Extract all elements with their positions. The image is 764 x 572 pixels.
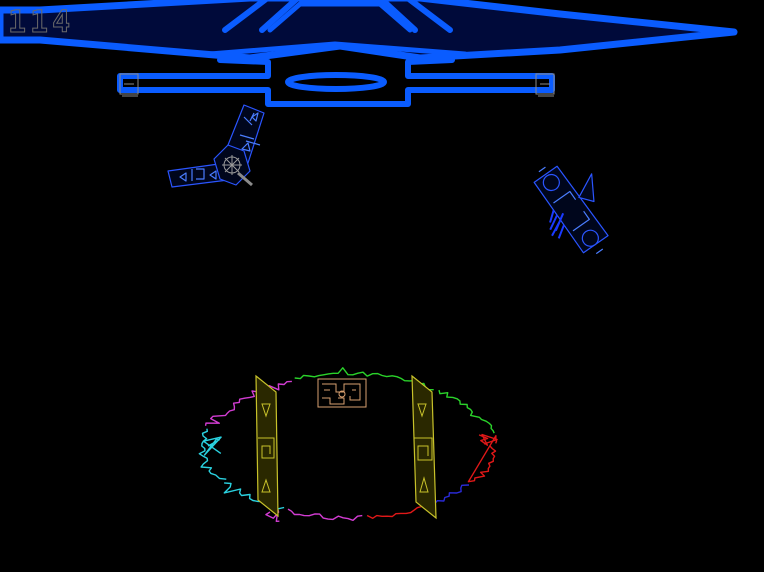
fighter-right [533,165,609,255]
portal-spark [478,433,498,446]
mothership-hull [117,57,555,107]
portal-energy-arc [366,504,427,519]
mothership-ridge [222,0,453,33]
fighter-right-cockpit [542,173,560,192]
portal-spark [202,436,222,456]
portal-energy-arc [204,380,292,426]
mothership-wing [0,0,738,62]
mothership-mid-plate [207,41,468,57]
mothership [0,0,738,107]
portal-energy-arc [287,508,363,521]
mothership-pod-right [535,73,555,97]
mothership-core [285,72,387,92]
score-display: 114 [7,5,75,40]
fighter-left [167,104,265,188]
portal-core [317,378,367,408]
gate-panel-right [411,374,437,520]
gate-panel-left [255,374,279,518]
fighter-right-fin [578,173,595,203]
portal-energy-arc [467,435,498,483]
portal-energy-arc [198,428,227,480]
player-portal[interactable] [198,367,498,522]
portal-energy-arc [438,389,495,434]
mothership-canopy [267,1,413,33]
mothership-pod-left [119,73,139,97]
portal-energy-arc [430,484,470,505]
portal-spark [265,509,280,522]
